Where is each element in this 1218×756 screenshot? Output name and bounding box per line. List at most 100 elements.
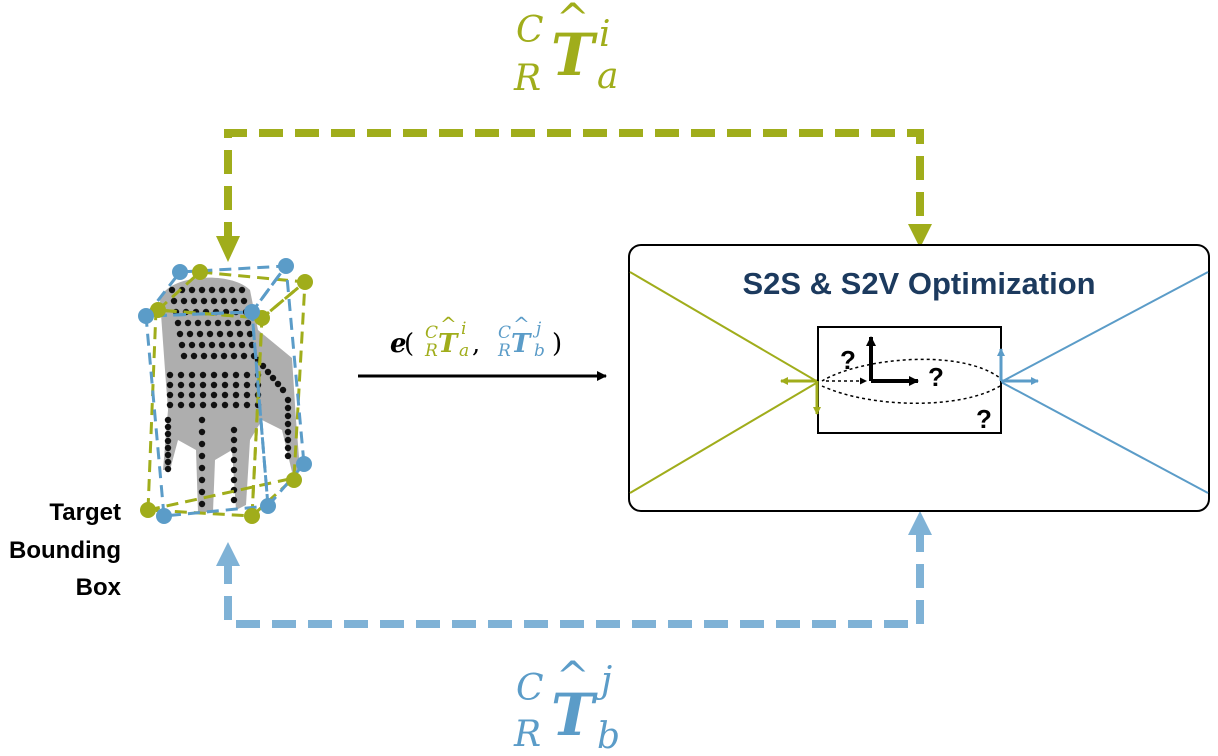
top-feedback-arrow — [216, 129, 932, 262]
svg-text:^: ^ — [440, 312, 457, 336]
point-cloud-dot — [210, 391, 218, 399]
point-cloud-dot — [243, 381, 251, 389]
point-cloud-dot — [166, 381, 174, 389]
svg-text:j: j — [532, 319, 542, 339]
point-cloud-dot — [228, 286, 236, 294]
point-cloud-dot — [224, 319, 232, 327]
point-cloud-dot — [246, 330, 254, 338]
point-cloud-dot — [230, 352, 238, 360]
point-cloud-dot — [230, 446, 238, 454]
bottom-sup: j — [594, 660, 612, 701]
svg-text:R: R — [497, 341, 511, 361]
bottom-base: T — [551, 681, 598, 749]
point-cloud-dot — [198, 500, 206, 508]
question-mark-1: ? — [840, 345, 856, 375]
chair-point-cloud-icon — [160, 277, 300, 512]
point-cloud-dot — [243, 371, 251, 379]
point-cloud-dot — [198, 488, 206, 496]
point-cloud-dot — [214, 319, 222, 327]
point-cloud-dot — [198, 464, 206, 472]
point-cloud-dot — [243, 401, 251, 409]
svg-text:(: ( — [404, 329, 414, 359]
point-cloud-dot — [208, 286, 216, 294]
target-label-line1: Target — [49, 499, 121, 526]
point-cloud-dot — [240, 352, 248, 360]
point-cloud-dot — [199, 371, 207, 379]
point-cloud-dot — [259, 362, 267, 370]
point-cloud-dot — [284, 412, 292, 420]
point-cloud-dot — [184, 319, 192, 327]
point-cloud-dot — [198, 416, 206, 424]
point-cloud-dot — [210, 381, 218, 389]
point-cloud-dot — [230, 436, 238, 444]
bottom-feedback-arrow — [216, 511, 932, 628]
point-cloud-dot — [284, 452, 292, 460]
point-cloud-dot — [188, 391, 196, 399]
point-cloud-dot — [168, 286, 176, 294]
point-cloud-dot — [221, 371, 229, 379]
point-cloud-dot — [164, 465, 172, 473]
point-cloud-dot — [234, 319, 242, 327]
point-cloud-dot — [198, 476, 206, 484]
optimization-title: S2S & S2V Optimization — [742, 266, 1095, 301]
point-cloud-dot — [284, 396, 292, 404]
svg-text:a: a — [459, 341, 469, 361]
point-cloud-dot — [170, 297, 178, 305]
bottom-pre-sub: R — [513, 714, 541, 755]
point-cloud-dot — [188, 371, 196, 379]
point-cloud-dot — [238, 341, 246, 349]
question-mark-2: ? — [928, 362, 944, 392]
point-cloud-dot — [164, 451, 172, 459]
point-cloud-dot — [188, 401, 196, 409]
point-cloud-dot — [221, 401, 229, 409]
point-cloud-dot — [284, 428, 292, 436]
point-cloud-dot — [166, 391, 174, 399]
point-cloud-dot — [194, 319, 202, 327]
point-cloud-dot — [210, 297, 218, 305]
point-cloud-dot — [199, 401, 207, 409]
point-cloud-dot — [190, 297, 198, 305]
point-cloud-dot — [164, 416, 172, 424]
point-cloud-dot — [284, 436, 292, 444]
target-label-line2: Bounding — [9, 537, 121, 564]
point-cloud-dot — [220, 352, 228, 360]
top-pre-sup: C — [516, 10, 544, 51]
svg-text:i: i — [461, 319, 466, 339]
svg-text:): ) — [552, 329, 562, 359]
svg-text:b: b — [534, 341, 545, 361]
point-cloud-dot — [222, 308, 230, 316]
point-cloud-dot — [198, 428, 206, 436]
top-base: T — [551, 21, 598, 89]
top-transform-label: C R T ^ i a — [513, 0, 618, 99]
camera-frame-a-icon — [780, 377, 821, 415]
point-cloud-dot — [198, 440, 206, 448]
point-cloud-dot — [164, 430, 172, 438]
point-cloud-dot — [188, 381, 196, 389]
error-function-label: e ( C R T ^ i a , C R T ^ j b ) — [390, 312, 562, 361]
optimization-box: S2S & S2V Optimization ? ? ? — [628, 244, 1210, 512]
svg-text:,: , — [472, 329, 480, 359]
point-cloud-dot — [208, 341, 216, 349]
point-cloud-dot — [190, 352, 198, 360]
top-hat: ^ — [556, 0, 590, 42]
point-cloud-dot — [279, 386, 287, 394]
point-cloud-dot — [238, 286, 246, 294]
point-cloud-dot — [166, 401, 174, 409]
point-cloud-dot — [200, 352, 208, 360]
point-cloud-dot — [164, 437, 172, 445]
point-cloud-dot — [210, 371, 218, 379]
point-cloud-dot — [218, 286, 226, 294]
point-cloud-dot — [264, 368, 272, 376]
point-cloud-dot — [221, 391, 229, 399]
point-cloud-dot — [196, 330, 204, 338]
point-cloud-dot — [186, 330, 194, 338]
svg-text:e: e — [390, 329, 407, 359]
point-cloud-dot — [210, 401, 218, 409]
svg-text:T: T — [438, 329, 459, 359]
point-cloud-dot — [230, 476, 238, 484]
point-cloud-dot — [180, 297, 188, 305]
bottom-sub: b — [597, 716, 620, 756]
svg-text:^: ^ — [513, 312, 530, 336]
point-cloud-dot — [164, 423, 172, 431]
